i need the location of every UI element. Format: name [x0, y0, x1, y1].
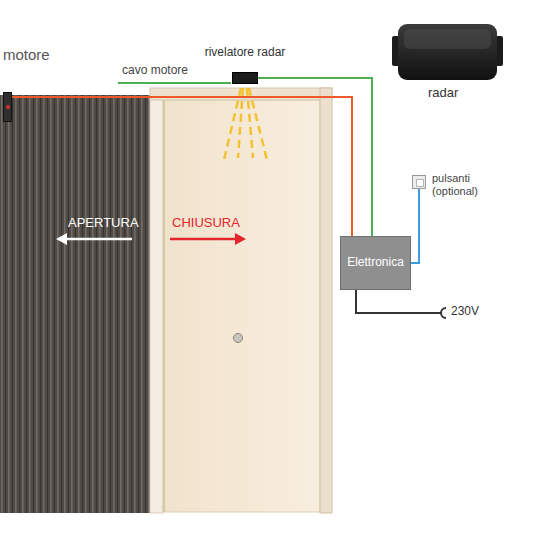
closing-arrow: [170, 233, 246, 245]
radar-device: [392, 24, 503, 80]
motor-unit: motore: [3, 92, 12, 122]
box-heading: rivelatore radar: [205, 46, 286, 60]
radar-detector: rivelatore radar: [232, 72, 258, 84]
control-unit: Elettronica: [340, 236, 411, 290]
door-knob: [234, 334, 243, 343]
radar-beam: [224, 88, 241, 160]
arrow-shaft: [170, 238, 238, 241]
box-heading: pulsanti (optional): [432, 172, 496, 197]
arrow-shaft: [64, 238, 132, 241]
wire: [411, 189, 419, 263]
box-heading: motore: [3, 46, 50, 63]
pleated-panel: [0, 95, 150, 513]
voltage-label: 230V: [451, 305, 479, 319]
mains-wire: [356, 290, 437, 313]
door-edge: [163, 100, 165, 512]
push-button: pulsanti (optional): [412, 175, 426, 189]
button-face: [416, 179, 424, 187]
radar-beam: [249, 88, 267, 160]
door-leaf: [163, 100, 320, 512]
pocket-edge: [150, 95, 163, 513]
radar-beams: [224, 88, 267, 160]
cable-label: cavo motore: [122, 64, 188, 78]
plug-symbol: [441, 308, 446, 318]
radar-beam: [238, 88, 243, 158]
cable-leader: [118, 82, 231, 84]
arrow-head: [235, 233, 246, 245]
wire: [12, 97, 352, 236]
plug-symbol: [437, 312, 441, 314]
radar-body: [398, 24, 497, 80]
motor-dot: [6, 105, 10, 109]
radar-beam: [247, 88, 253, 158]
box-text: Elettronica: [347, 256, 404, 270]
opening-arrow: [56, 233, 132, 245]
direction-label: APERTURA: [68, 216, 139, 231]
direction-label: CHIUSURA: [172, 216, 240, 231]
radar-highlight: [404, 29, 491, 49]
device-label: radar: [428, 86, 458, 101]
door-frame-jamb: [320, 88, 332, 513]
arrow-head: [56, 233, 67, 245]
wire: [258, 78, 372, 236]
